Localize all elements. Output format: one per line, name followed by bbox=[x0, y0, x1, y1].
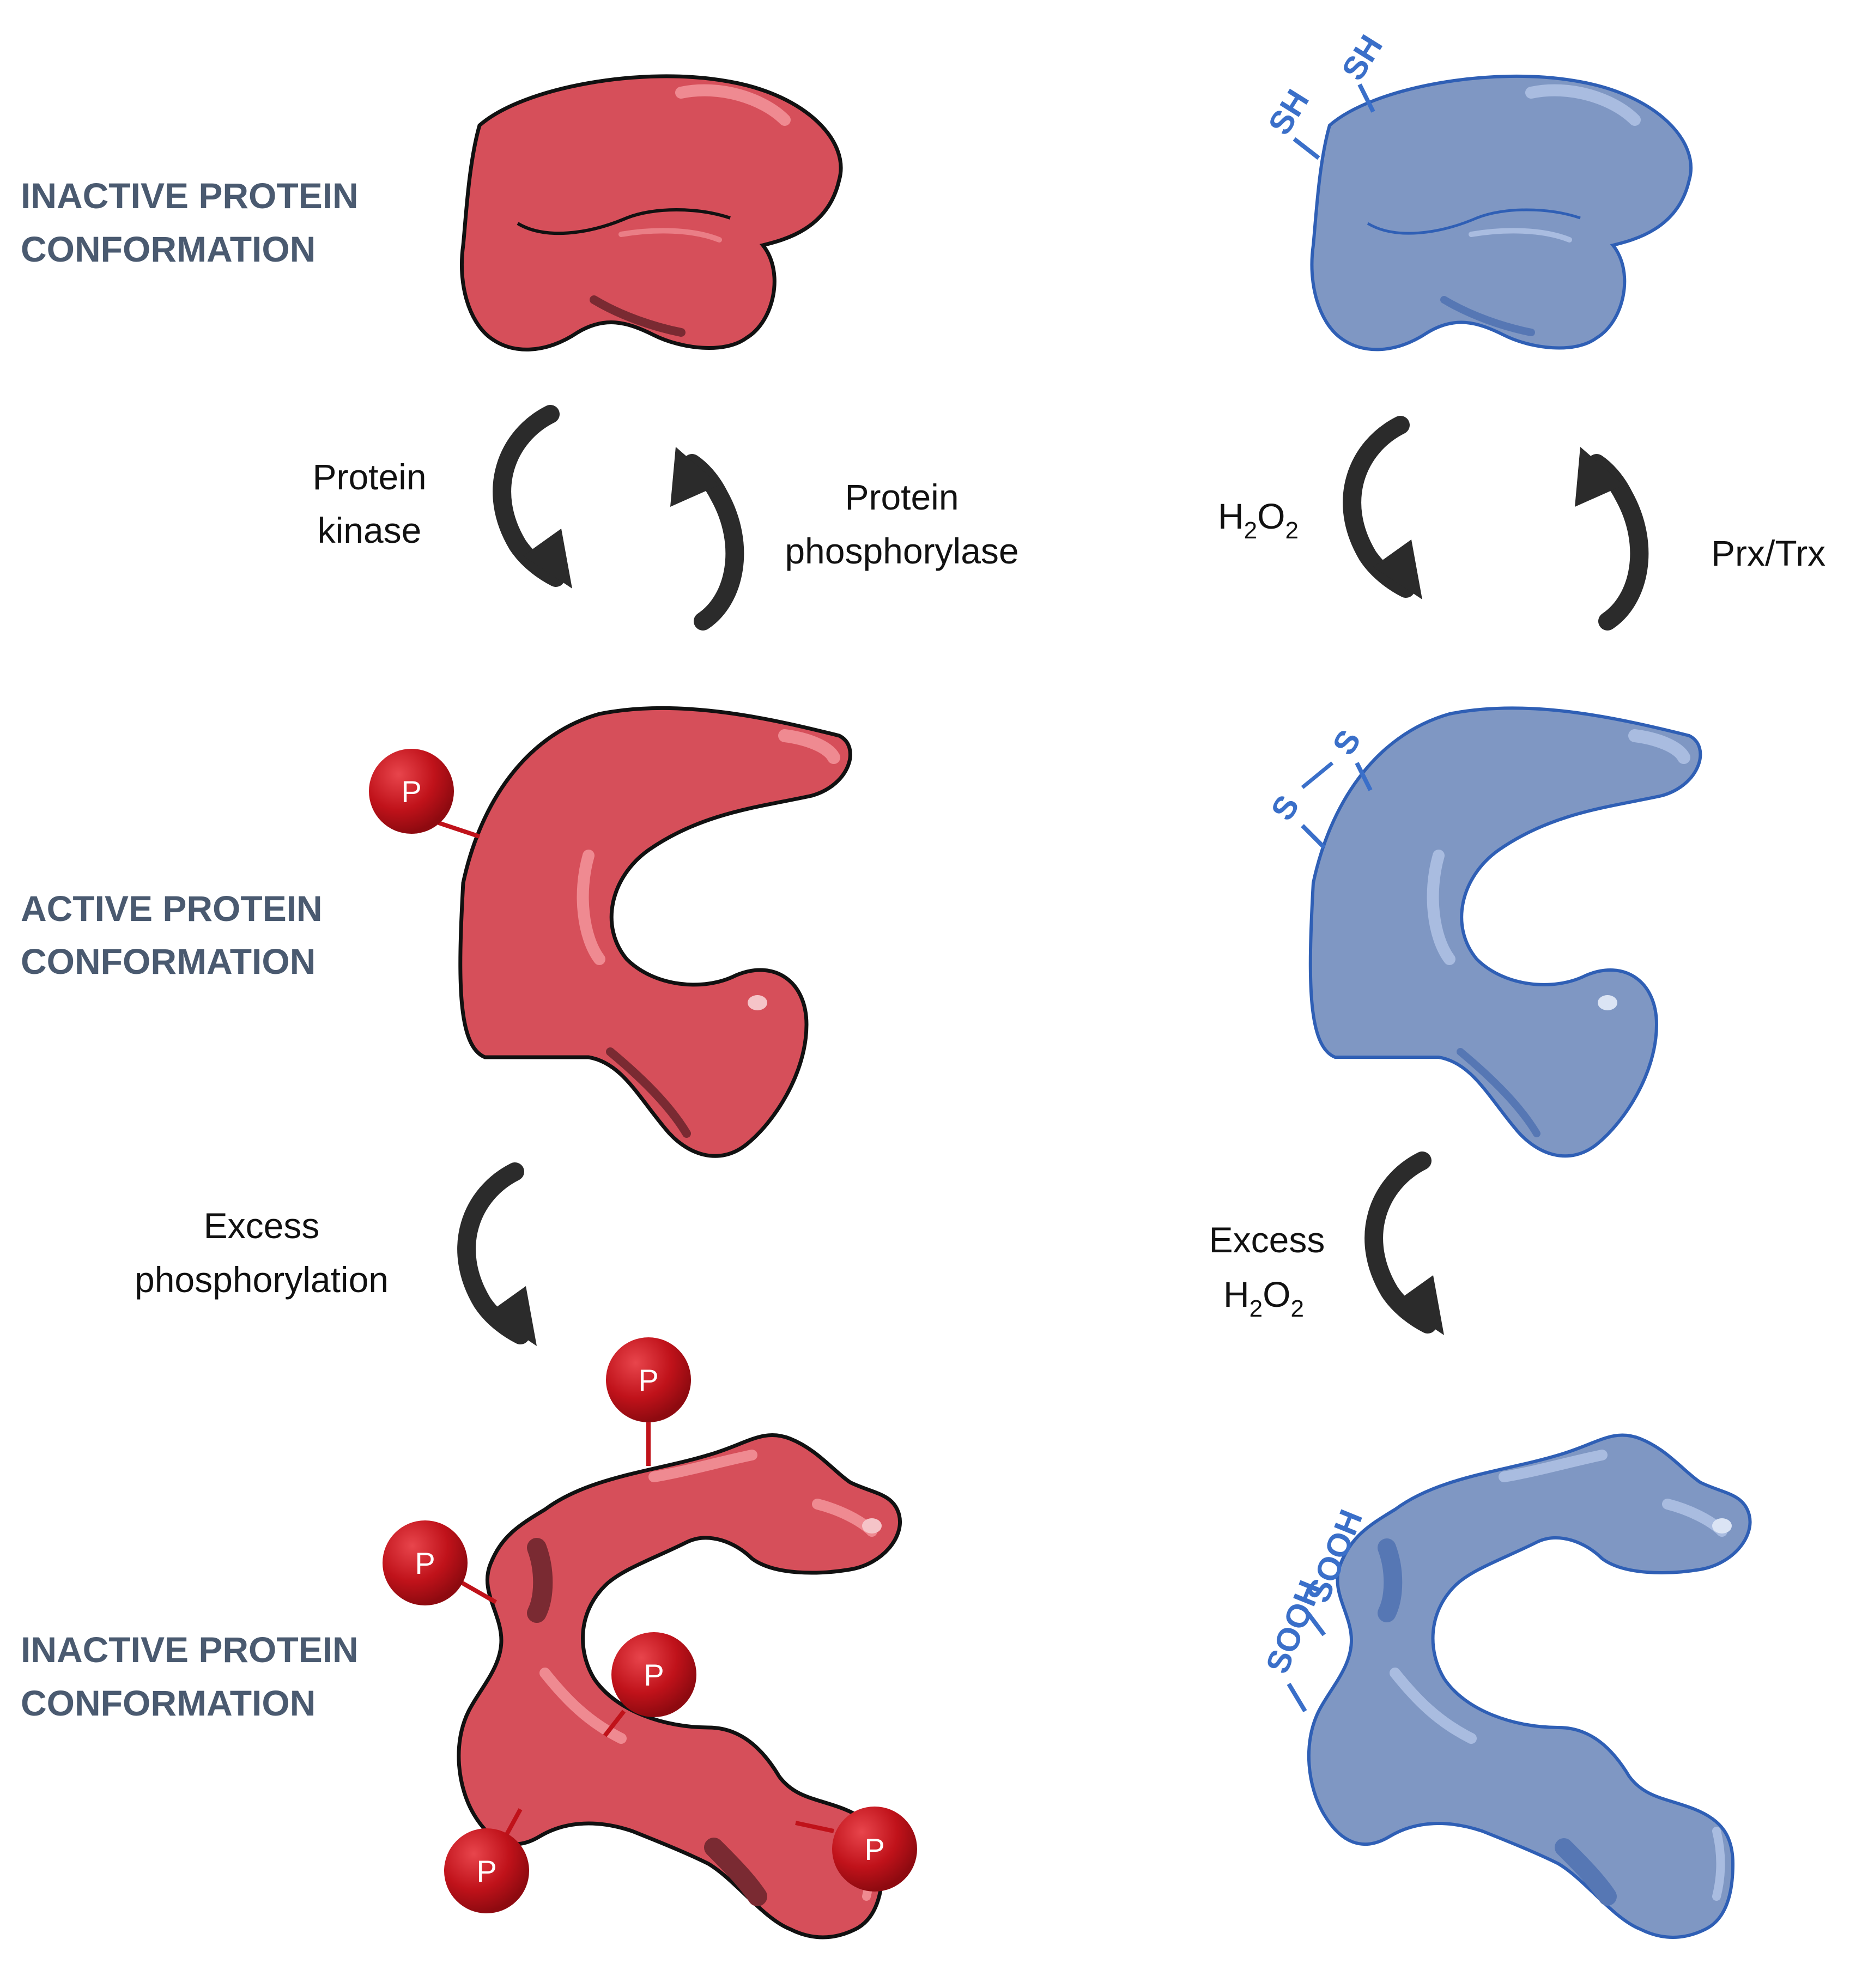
kinase-arrow bbox=[502, 414, 572, 589]
red-active-protein-shape: P bbox=[369, 708, 850, 1156]
row-label-line: CONFORMATION bbox=[21, 941, 316, 981]
phosphorylase-arrow bbox=[670, 447, 735, 621]
row-label-line: CONFORMATION bbox=[21, 1683, 316, 1723]
red-column: P P P bbox=[369, 76, 917, 1937]
excess-h2o2-label: Excess H2O2 bbox=[1209, 1220, 1325, 1322]
phosphate-label: P bbox=[415, 1546, 435, 1580]
excess-h2o2-arrow bbox=[1374, 1161, 1444, 1335]
row-label-2: ACTIVE PROTEIN CONFORMATION bbox=[21, 888, 323, 981]
row-label-line: INACTIVE PROTEIN bbox=[21, 175, 359, 216]
phosphate-label: P bbox=[644, 1658, 664, 1692]
thiol-label: SH bbox=[1261, 83, 1316, 141]
step-label-line: kinase bbox=[318, 510, 422, 550]
h2o2-arrow bbox=[1352, 425, 1422, 599]
blue-disulfide-protein-shape: S S bbox=[1264, 708, 1700, 1156]
step-label-line: Protein bbox=[312, 457, 426, 497]
sulfur-label: S bbox=[1264, 789, 1306, 826]
prx-trx-label: Prx/Trx bbox=[1711, 533, 1825, 573]
blue-reduced-protein-shape: SH SH bbox=[1261, 29, 1691, 350]
phosphate-label: P bbox=[864, 1832, 884, 1866]
prx-trx-arrow bbox=[1575, 447, 1639, 621]
phosphate-label: P bbox=[638, 1363, 658, 1397]
row-label-1: INACTIVE PROTEIN CONFORMATION bbox=[21, 175, 359, 269]
excess-phosphorylation-arrow bbox=[466, 1172, 537, 1346]
phosphorylase-label: Protein phosphorylase bbox=[785, 477, 1018, 571]
phosphate-group: P bbox=[444, 1828, 529, 1913]
phosphate-label: P bbox=[476, 1854, 496, 1888]
step-label-line: Protein bbox=[845, 477, 959, 517]
sulfur-label: S bbox=[1325, 723, 1368, 761]
step-label-line: Excess bbox=[1209, 1220, 1325, 1260]
phosphate-label: P bbox=[401, 774, 421, 809]
step-label-line: phosphorylase bbox=[785, 531, 1018, 571]
step-label-line: H2O2 bbox=[1223, 1274, 1304, 1322]
row-label-line: CONFORMATION bbox=[21, 229, 316, 269]
phosphate-group: P bbox=[832, 1807, 917, 1892]
excess-phosphorylation-label: Excess phosphorylation bbox=[135, 1205, 389, 1300]
step-label-line: phosphorylation bbox=[135, 1259, 389, 1300]
blue-column: SH SH S S SOOH bbox=[1259, 29, 1750, 1937]
phosphate-group: P bbox=[383, 1520, 468, 1605]
red-hyperphosphorylated-protein-shape: P P P P P bbox=[383, 1337, 917, 1937]
phosphate-group: P bbox=[611, 1632, 696, 1717]
row-label-3: INACTIVE PROTEIN CONFORMATION bbox=[21, 1629, 359, 1723]
kinase-label: Protein kinase bbox=[312, 457, 426, 550]
thiol-label: SH bbox=[1335, 29, 1390, 87]
row-label-line: INACTIVE PROTEIN bbox=[21, 1629, 359, 1670]
h2o2-label: H2O2 bbox=[1218, 496, 1299, 544]
blue-overoxidized-protein-shape: SOOH SOOH bbox=[1259, 1435, 1750, 1937]
step-label-line: Excess bbox=[204, 1205, 320, 1246]
phosphate-group: P bbox=[369, 749, 454, 834]
row-label-line: ACTIVE PROTEIN bbox=[21, 888, 323, 929]
red-inactive-protein-shape bbox=[462, 76, 841, 349]
phosphate-group: P bbox=[606, 1337, 691, 1422]
